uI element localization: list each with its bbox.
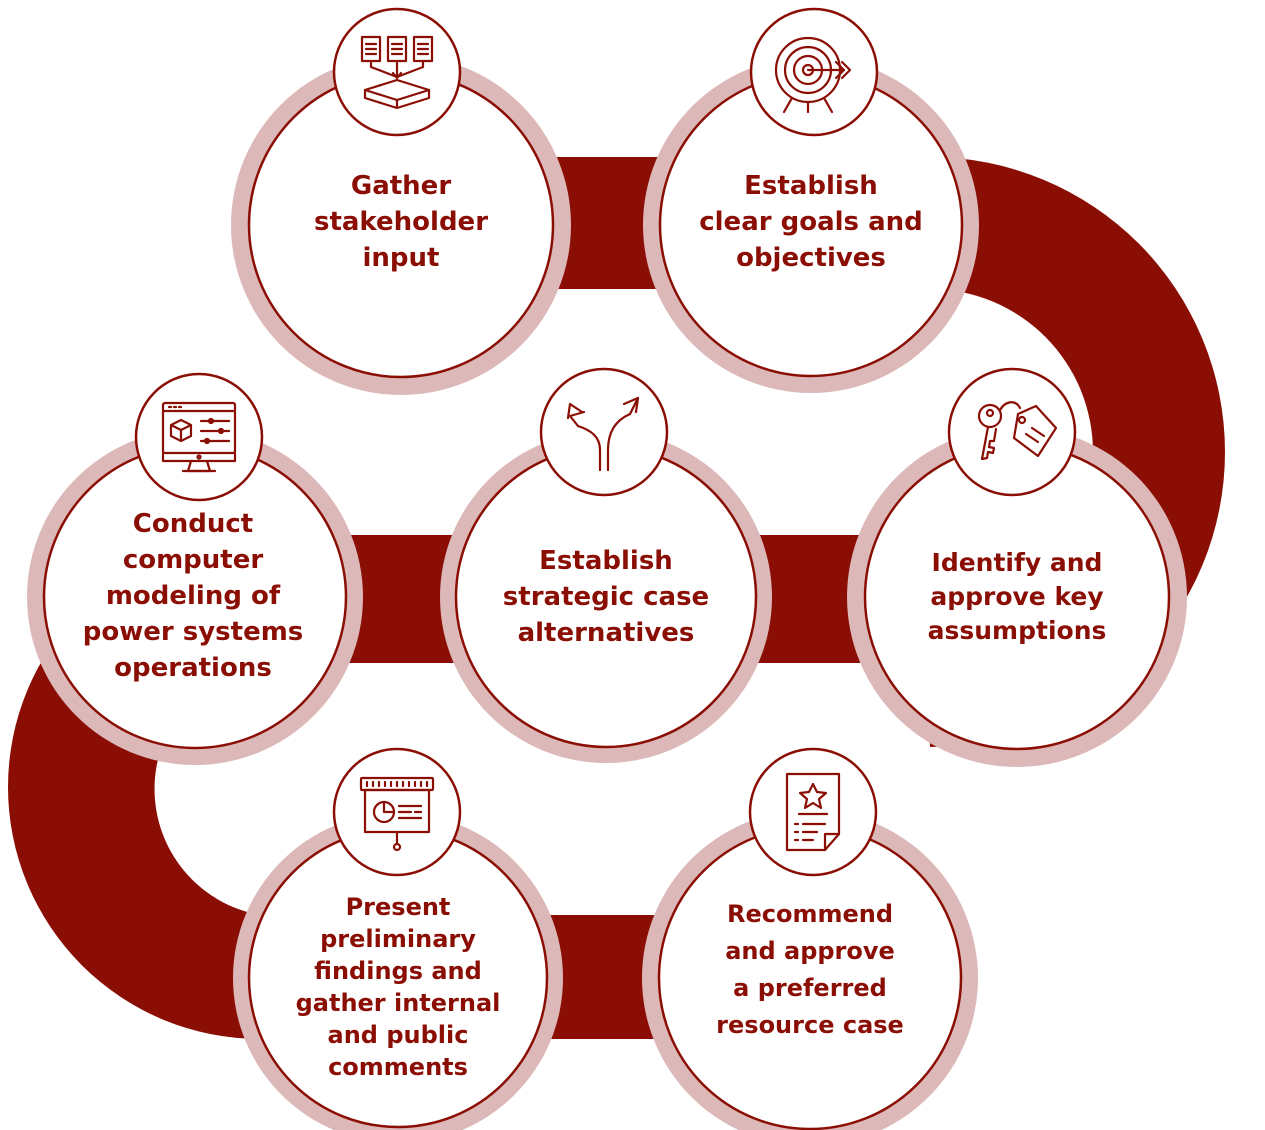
documents-to-tray-icon bbox=[360, 35, 434, 110]
step-label-recommend-resource-case: Recommend and approve a preferred resour… bbox=[716, 900, 904, 1039]
award-certificate-icon bbox=[785, 772, 841, 852]
step-label-establish-alternatives: Establish strategic case alternatives bbox=[502, 546, 710, 648]
step-label-gather-stakeholder-input: Gather stakeholder input bbox=[313, 171, 489, 273]
icon-badge-5 bbox=[134, 372, 264, 502]
icon-badge-6 bbox=[332, 747, 462, 877]
key-with-tag-icon bbox=[977, 401, 1058, 461]
icon-badge-4 bbox=[539, 367, 669, 497]
icon-badge-3 bbox=[947, 367, 1077, 497]
step-label-identify-assumptions: Identify and approve key assumptions bbox=[927, 548, 1107, 645]
presentation-board-icon bbox=[359, 776, 435, 852]
target-arrow-icon bbox=[774, 36, 852, 114]
step-label-computer-modeling: Conduct computer modeling of power syste… bbox=[82, 509, 304, 683]
computer-monitor-icon bbox=[161, 401, 237, 473]
icon-badge-7 bbox=[748, 747, 878, 877]
step-label-present-findings: Present preliminary findings and gather … bbox=[295, 893, 501, 1081]
step-label-establish-goals: Establish clear goals and objectives bbox=[699, 171, 923, 273]
step-circles bbox=[42, 71, 1171, 1130]
icon-badge-2 bbox=[749, 7, 879, 137]
split-arrows-icon bbox=[566, 396, 640, 472]
